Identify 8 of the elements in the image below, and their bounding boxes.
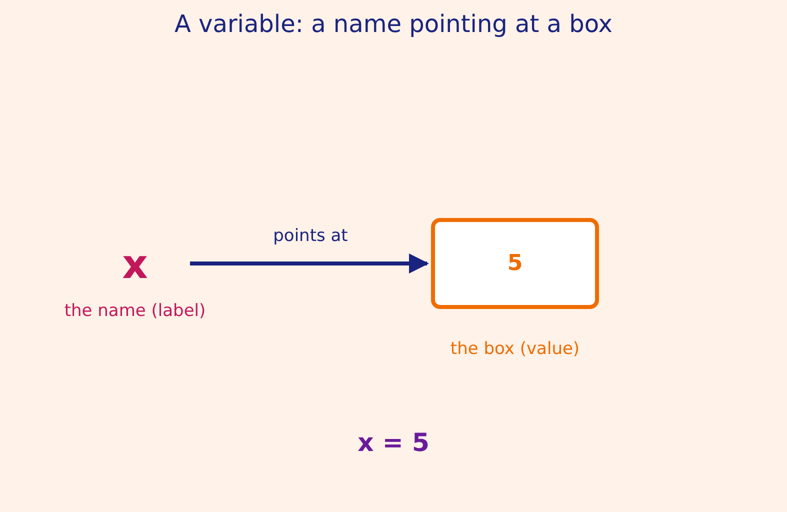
name-caption: the name (label) bbox=[63, 301, 207, 321]
variable-name: x bbox=[80, 240, 190, 290]
equation: x = 5 bbox=[356, 428, 430, 457]
arrow bbox=[190, 254, 429, 274]
title: A variable: a name pointing at a box bbox=[173, 10, 614, 38]
edge-label: points at bbox=[272, 226, 349, 246]
value-caption: the box (value) bbox=[449, 339, 581, 359]
value-box: 5 bbox=[431, 218, 599, 309]
